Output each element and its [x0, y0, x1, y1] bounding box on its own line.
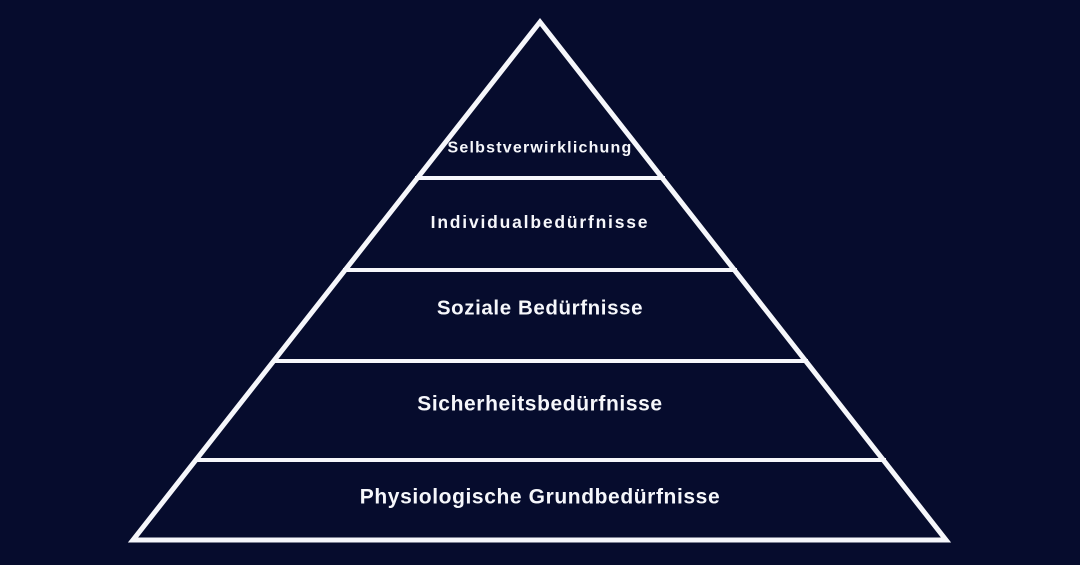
- pyramid-level-label-1: Selbstverwirklichung: [448, 140, 633, 157]
- pyramid-level-label-3: Soziale Bedürfnisse: [437, 297, 643, 320]
- pyramid-level-label-2: Individualbedürfnisse: [431, 212, 650, 232]
- pyramid-outline: [127, 17, 952, 543]
- pyramid-level-label-5: Physiologische Grundbedürfnisse: [360, 486, 721, 509]
- pyramid-level-label-4: Sicherheitsbedürfnisse: [417, 393, 662, 416]
